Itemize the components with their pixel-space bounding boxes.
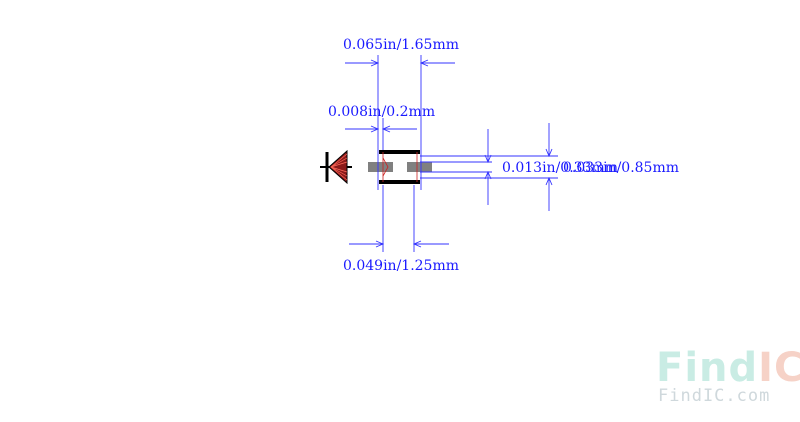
dimension-arrowheads	[370, 59, 553, 248]
svg-text:FindIC: FindIC	[656, 345, 800, 391]
pad-right	[407, 162, 432, 172]
dim-width-top-label: 0.065in/1.65mm	[343, 37, 459, 53]
dim-pad-height-label: 0.013in/0.33mm	[502, 160, 618, 176]
dimension-lines	[345, 55, 558, 252]
watermark-brand-ic: IC	[758, 345, 800, 391]
dim-width-bottom-label: 0.049in/1.25mm	[343, 258, 459, 274]
diode-symbol-icon	[320, 149, 352, 185]
findic-watermark-logo: FindIC FindIC.com	[656, 345, 800, 406]
component-outline	[379, 150, 420, 184]
pad-left	[368, 162, 393, 172]
watermark-url: FindIC.com	[658, 386, 770, 406]
watermark-brand-find: Find	[656, 345, 758, 391]
dim-gap-label: 0.008in/0.2mm	[328, 104, 435, 120]
dim-body-height-label: 0.033in/0.85mm	[563, 160, 679, 176]
